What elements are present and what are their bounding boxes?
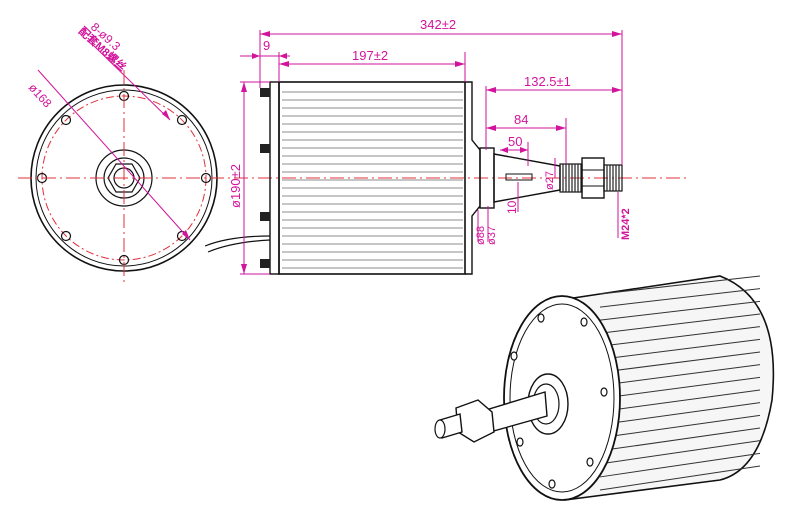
side-body (278, 81, 466, 275)
iso-fin (599, 465, 761, 491)
dim-shaft-dia-27: ø27 (544, 171, 556, 190)
dimension-lines (240, 30, 623, 275)
dim-shaft-step-84: 84 (514, 112, 528, 127)
iso-fin (599, 452, 761, 478)
end-thread-lines (606, 165, 620, 191)
arrowhead (182, 230, 190, 240)
cable (207, 239, 271, 253)
iso-nut (455, 399, 495, 443)
side-view (260, 81, 623, 275)
iso-front-rim (509, 303, 615, 493)
iso-bolt-hole (548, 479, 556, 489)
iso-fin (599, 389, 761, 413)
thread-lines (562, 164, 582, 192)
dim-body-diameter: ø190±2 (228, 164, 243, 208)
iso-fin (599, 351, 761, 373)
dim-shaft-length: 132.5±1 (524, 74, 571, 89)
front-view (30, 43, 271, 272)
iso-bolt-hole (580, 317, 588, 327)
flange-bolt (260, 212, 270, 221)
cable (204, 235, 271, 247)
dim-flange-offset: 9 (263, 38, 270, 53)
iso-fin (599, 300, 761, 321)
bolt-hole (60, 114, 72, 126)
iso-fin (599, 376, 761, 400)
iso-shaft-tip (434, 419, 446, 439)
front-pcd-label: ø168 (26, 81, 55, 111)
iso-fin (599, 440, 761, 465)
iso-fin (599, 275, 761, 295)
side-flange-bolts (260, 88, 270, 268)
iso-bolt-hole (537, 313, 545, 323)
flange-bolt (260, 259, 270, 268)
iso-cooling-fins (599, 275, 761, 491)
iso-bolt-hole (600, 387, 608, 397)
side-keyway (505, 173, 533, 181)
dim-shaft-step-50: 50 (508, 134, 522, 149)
isometric-view (434, 275, 775, 501)
front-pcd-leader (37, 69, 191, 241)
dim-key-width: 10 (505, 200, 519, 214)
side-cooling-fins (282, 91, 463, 269)
bolt-hole (176, 114, 188, 126)
iso-fin (599, 364, 761, 386)
bolt-hole (60, 230, 72, 242)
iso-fin (599, 402, 761, 426)
iso-bolt-holes (510, 313, 608, 489)
iso-fin (599, 313, 761, 334)
iso-bolt-hole (586, 457, 594, 467)
dim-body-length: 197±2 (352, 48, 388, 63)
iso-fin (599, 338, 761, 360)
iso-bolt-hole (516, 437, 524, 447)
iso-fin (599, 326, 761, 347)
arrowhead (162, 110, 170, 120)
iso-fin (599, 288, 761, 308)
front-holes-leader (91, 43, 171, 121)
dim-thread-spec: M24*2 (620, 208, 632, 240)
iso-bolt-hole (510, 351, 518, 361)
iso-fin (599, 427, 761, 452)
dim-hub-dia-37: ø37 (486, 226, 498, 245)
dim-overall-length: 342±2 (420, 17, 456, 32)
flange-bolt (260, 88, 270, 97)
dim-hub-dia-88: ø88 (475, 226, 487, 245)
iso-fin (599, 414, 761, 439)
flange-bolt (260, 144, 270, 153)
